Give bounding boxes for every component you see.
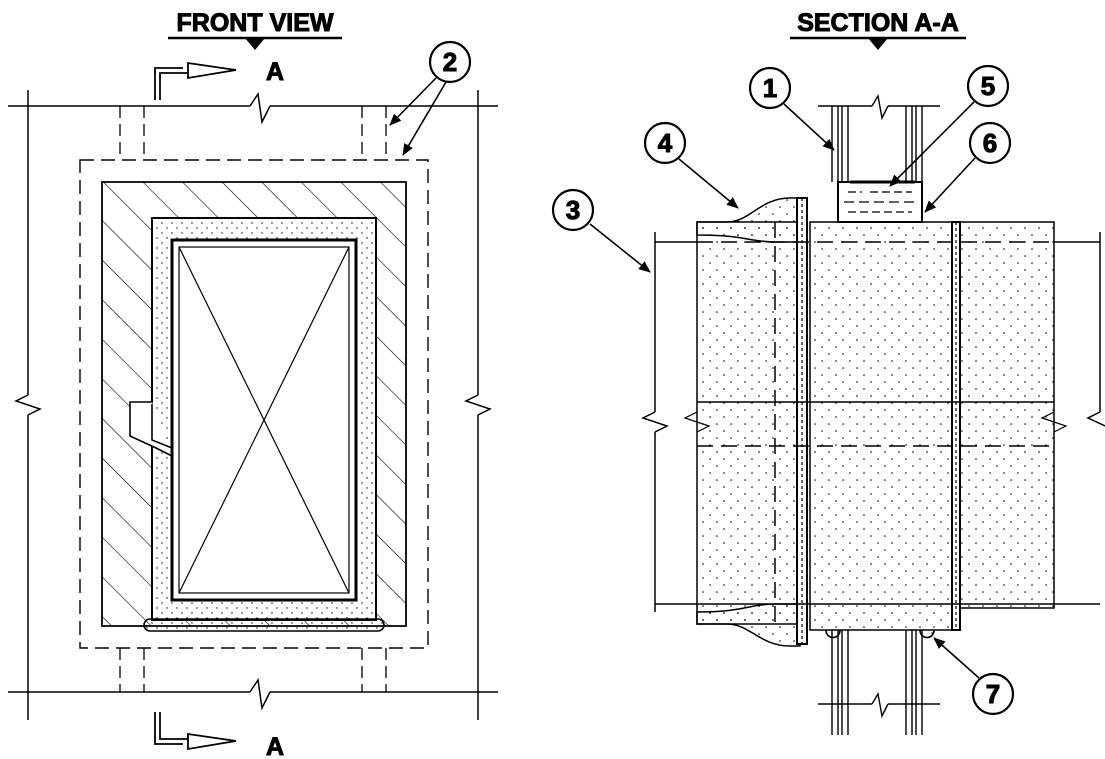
- svg-text:2: 2: [443, 47, 457, 77]
- callout-2: 2: [389, 40, 472, 156]
- section-arrow-bottom: [154, 712, 237, 751]
- section-view-title: SECTION A-A: [797, 9, 959, 37]
- front-view: FRONT VIEW: [8, 9, 498, 759]
- insulation-right: [957, 221, 1055, 609]
- sealant-bead: [143, 618, 385, 632]
- callout-6: 6: [924, 121, 1012, 213]
- front-view-title: FRONT VIEW: [177, 9, 334, 37]
- section-label-top: A: [266, 58, 284, 86]
- section-view: SECTION A-A: [551, 9, 1105, 735]
- section-arrow-top: [154, 61, 237, 100]
- callout-7: 7: [933, 637, 1015, 716]
- stud-lines: [119, 106, 387, 692]
- svg-text:1: 1: [763, 73, 777, 103]
- wall-stud-top: [818, 94, 940, 182]
- svg-text:5: 5: [981, 71, 995, 101]
- svg-text:4: 4: [658, 128, 673, 158]
- svg-text:3: 3: [566, 195, 580, 225]
- wrap-top: [696, 197, 801, 243]
- wall-outline: [8, 90, 498, 720]
- insulation-left: [696, 221, 798, 625]
- callout-1: 1: [748, 66, 835, 151]
- duct-lines: [641, 222, 1105, 624]
- view-pointer-icon-2: [868, 38, 888, 50]
- svg-text:7: 7: [986, 679, 1000, 709]
- section-label-bottom: A: [266, 733, 284, 759]
- wall-opening: [79, 159, 429, 649]
- callout-4: 4: [643, 121, 739, 209]
- callout-3: 3: [551, 188, 651, 273]
- insulation-center: [809, 221, 955, 631]
- callout-5: 5: [889, 64, 1010, 187]
- svg-text:6: 6: [983, 128, 997, 158]
- view-pointer-icon: [245, 38, 265, 50]
- wall-stud-bottom: [818, 630, 940, 735]
